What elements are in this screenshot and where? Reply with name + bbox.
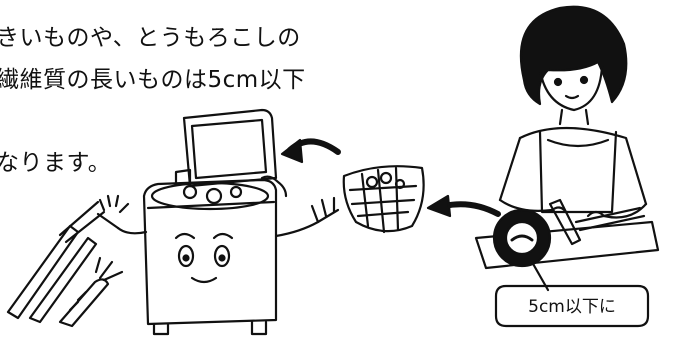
woman-cutting-illustration	[474, 5, 660, 270]
callout-box	[494, 284, 650, 328]
instruction-line-3: なります。	[0, 150, 112, 176]
arrow-to-basket	[441, 201, 501, 217]
disposer-character-illustration	[96, 108, 340, 336]
scrap-basket-illustration	[342, 165, 425, 234]
instruction-line-2: 繊維質の長いものは5cm以下	[0, 67, 306, 93]
magnifier-illustration	[492, 208, 552, 292]
callout-label: 5cm以下に	[528, 297, 616, 317]
instruction-line-1: きいものや、とうもろこしの	[0, 25, 301, 51]
vegetables-illustration	[6, 200, 124, 328]
